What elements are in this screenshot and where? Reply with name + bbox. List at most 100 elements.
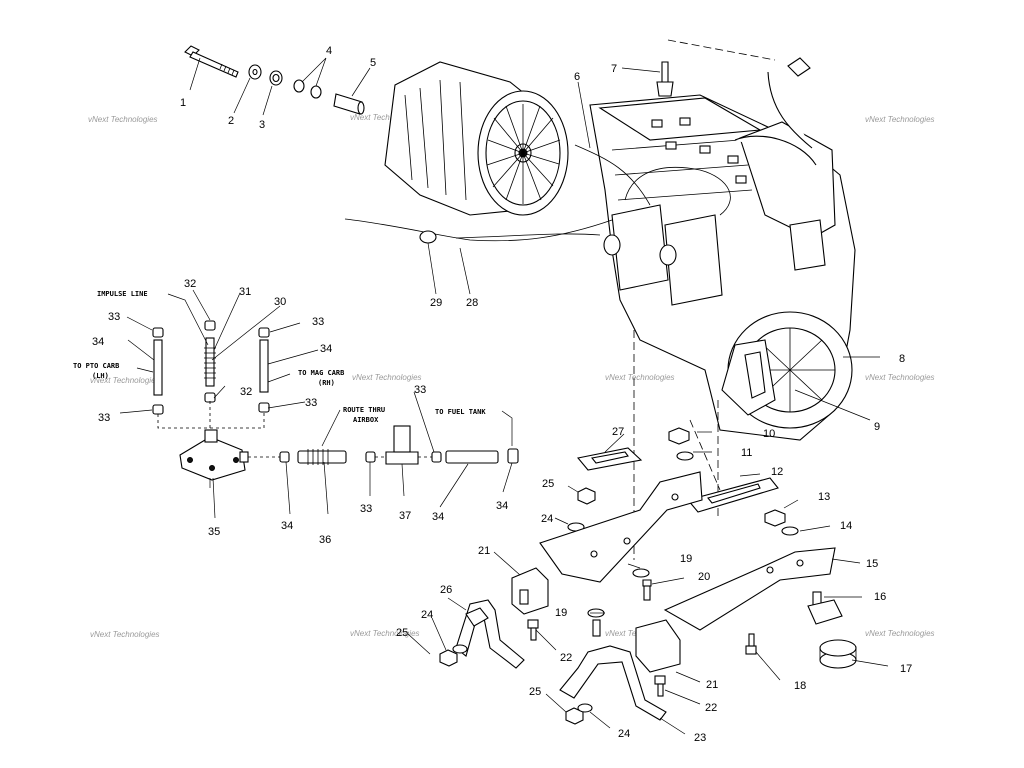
callout-36: 36 xyxy=(319,534,331,546)
callout-28: 28 xyxy=(466,297,478,309)
callout-17: 17 xyxy=(900,663,912,675)
pump-fitting xyxy=(204,429,218,443)
callout-8: 8 xyxy=(899,353,905,365)
carb-inlet xyxy=(603,234,621,256)
callout-21: 21 xyxy=(706,679,718,691)
clutch-ribs xyxy=(404,79,467,201)
isolator xyxy=(807,599,843,625)
callout-33: 33 xyxy=(98,412,110,424)
callout-33: 33 xyxy=(414,384,426,396)
callout-22: 22 xyxy=(560,652,572,664)
callout-18: 18 xyxy=(794,680,806,692)
clutch-bolt-assembly xyxy=(184,45,365,115)
plug-cap xyxy=(787,57,811,77)
note-to-pto-carb: TO PTO CARB xyxy=(73,362,119,370)
nut xyxy=(764,509,786,527)
callout-10: 10 xyxy=(763,428,775,440)
mount-bracket xyxy=(559,645,667,721)
fuel-system xyxy=(152,320,519,481)
callout-24: 24 xyxy=(618,728,630,740)
callout-4: 4 xyxy=(326,45,332,57)
washer xyxy=(632,568,650,578)
washer xyxy=(676,451,694,461)
hose-clamp xyxy=(152,327,164,338)
callout-27: 27 xyxy=(612,426,624,438)
fuel-hose xyxy=(259,339,269,393)
washer xyxy=(452,644,468,654)
clutch-spokes xyxy=(486,104,561,204)
hose-clamp xyxy=(204,320,216,331)
note-impulse-line: IMPULSE LINE xyxy=(97,290,148,298)
callout-6: 6 xyxy=(574,71,580,83)
callout-37: 37 xyxy=(399,510,411,522)
callout-32: 32 xyxy=(240,386,252,398)
spring-washer xyxy=(293,79,305,93)
watermark: vNext Technologies xyxy=(865,373,935,382)
callout-34: 34 xyxy=(320,343,332,355)
throttle-cable xyxy=(344,218,613,244)
starter-handle xyxy=(744,351,766,399)
head-nuts xyxy=(651,117,747,184)
spring-washer xyxy=(310,85,322,99)
callout-24: 24 xyxy=(421,609,433,621)
watermark: vNext Technologies xyxy=(90,630,160,639)
recoil-housing xyxy=(739,121,836,239)
pump-fitting xyxy=(239,451,249,463)
engine-bracket xyxy=(663,547,836,631)
note-to-pto-carb-side: (LH) xyxy=(92,372,109,380)
callout-33: 33 xyxy=(305,397,317,409)
rubber-mount xyxy=(511,567,549,615)
note-to-mag-carb-side: (RH) xyxy=(318,379,335,387)
callout-19: 19 xyxy=(555,607,567,619)
callout-16: 16 xyxy=(874,591,886,603)
washer-hole xyxy=(252,68,258,76)
fuel-valve xyxy=(385,451,419,465)
plug-wire xyxy=(767,71,813,149)
plug-wire xyxy=(734,135,817,166)
callout-2: 2 xyxy=(228,115,234,127)
nut xyxy=(565,707,584,725)
callout-34: 34 xyxy=(432,511,444,523)
callout-21: 21 xyxy=(478,545,490,557)
callout-9: 9 xyxy=(874,421,880,433)
bumper-top xyxy=(819,639,857,657)
callout-32: 32 xyxy=(184,278,196,290)
callout-23: 23 xyxy=(694,732,706,744)
callout-34: 34 xyxy=(281,520,293,532)
callout-20: 20 xyxy=(698,571,710,583)
watermark: vNext Technologies xyxy=(605,373,675,382)
engine-mounts xyxy=(439,427,857,725)
fuel-hose xyxy=(445,450,499,464)
spacer-end xyxy=(357,101,365,115)
callout-26: 26 xyxy=(440,584,452,596)
watermark: vNext Technologies xyxy=(88,115,158,124)
valve-handle xyxy=(393,425,411,453)
hose-spring xyxy=(307,449,329,465)
hose-route xyxy=(157,412,265,429)
watermark: vNext Technologies xyxy=(865,629,935,638)
watermark: vNext Technologies xyxy=(865,115,935,124)
callout-24: 24 xyxy=(541,513,553,525)
note-to-mag-carb: TO MAG CARB xyxy=(298,369,344,377)
engine-bracket xyxy=(539,471,703,583)
throttle-cable-loop xyxy=(624,166,731,216)
callout-25: 25 xyxy=(396,627,408,639)
fuel-hose xyxy=(297,450,347,464)
leader-lines xyxy=(119,57,889,735)
bolt xyxy=(527,619,539,629)
bolt-thread xyxy=(219,63,235,76)
callout-12: 12 xyxy=(771,466,783,478)
callout-19: 19 xyxy=(680,553,692,565)
hose-clamp xyxy=(279,451,290,463)
hose-clamp xyxy=(152,404,164,415)
coil xyxy=(789,219,826,271)
callout-3: 3 xyxy=(259,119,265,131)
callout-11: 11 xyxy=(741,447,752,459)
hose-clamp xyxy=(258,327,270,338)
carburetor-pto xyxy=(611,204,669,291)
watermark: vNext Technologies xyxy=(350,629,420,638)
spark-plug-wires xyxy=(574,57,817,206)
watermark: vNext Technologies xyxy=(352,373,422,382)
spacer xyxy=(333,93,363,115)
